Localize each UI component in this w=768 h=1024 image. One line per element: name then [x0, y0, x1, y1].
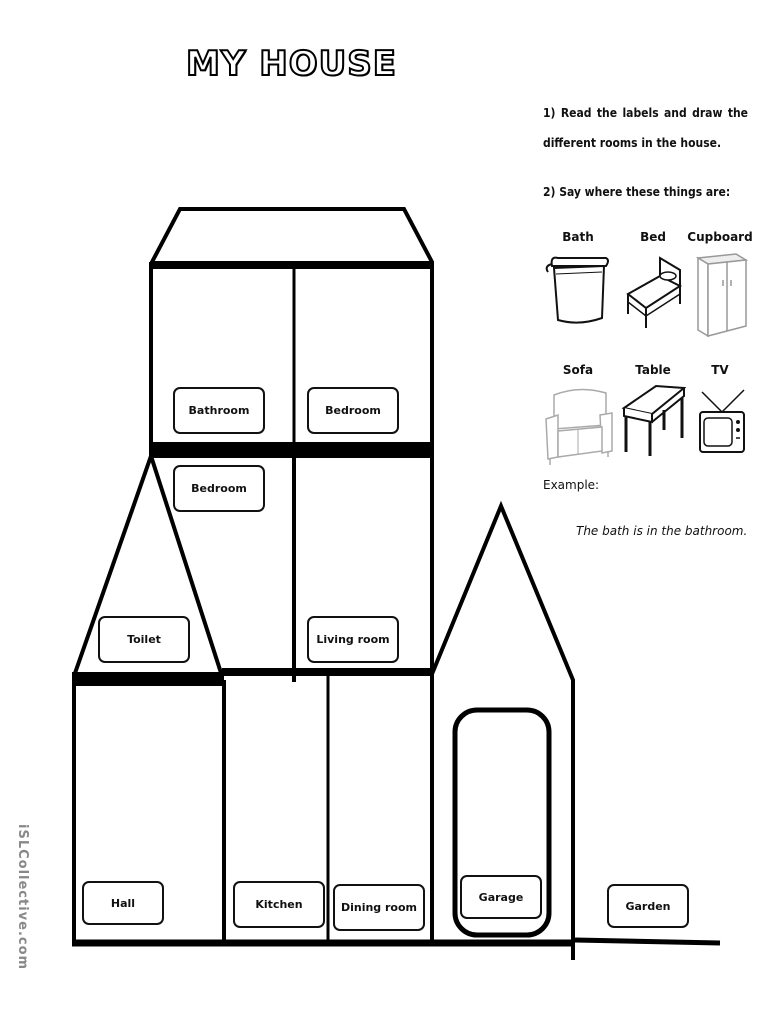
room-label-living-room: Living room — [307, 616, 399, 663]
room-label-bedroom-top: Bedroom — [307, 387, 399, 434]
house-roof — [150, 207, 434, 263]
item-label-bath: Bath — [562, 230, 594, 244]
item-label-table: Table — [635, 363, 671, 377]
room-label-hall: Hall — [82, 881, 164, 925]
example-label: Example: — [543, 478, 600, 492]
room-label-garden: Garden — [607, 884, 689, 928]
table-icon — [621, 384, 686, 456]
room-label-garage: Garage — [460, 875, 542, 919]
garage-gable — [430, 500, 575, 960]
room-label-dining-room: Dining room — [333, 884, 425, 931]
garage-door — [452, 707, 552, 938]
item-label-cupboard: Cupboard — [687, 230, 753, 244]
room-label-bedroom-middle: Bedroom — [173, 465, 265, 512]
bath-icon — [545, 256, 609, 324]
room-label-kitchen: Kitchen — [233, 881, 325, 928]
cupboard-icon — [696, 253, 748, 338]
instruction-step-1: 1) Read the labels and draw the differen… — [543, 106, 748, 150]
tv-icon — [699, 389, 745, 453]
bed-icon — [626, 256, 683, 328]
item-label-sofa: Sofa — [562, 363, 594, 377]
item-label-tv: TV — [711, 363, 729, 377]
example-sentence: The bath is in the bathroom. — [576, 524, 748, 538]
watermark: iSLCollective.com — [15, 824, 30, 971]
item-label-bed: Bed — [640, 230, 666, 244]
room-label-bathroom: Bathroom — [173, 387, 265, 434]
room-label-toilet: Toilet — [98, 616, 190, 663]
toilet-gable — [72, 449, 224, 677]
page-title: MY HOUSE — [185, 43, 397, 85]
sofa-icon — [545, 388, 613, 465]
instruction-step-2: 2) Say where these things are: — [543, 185, 731, 199]
